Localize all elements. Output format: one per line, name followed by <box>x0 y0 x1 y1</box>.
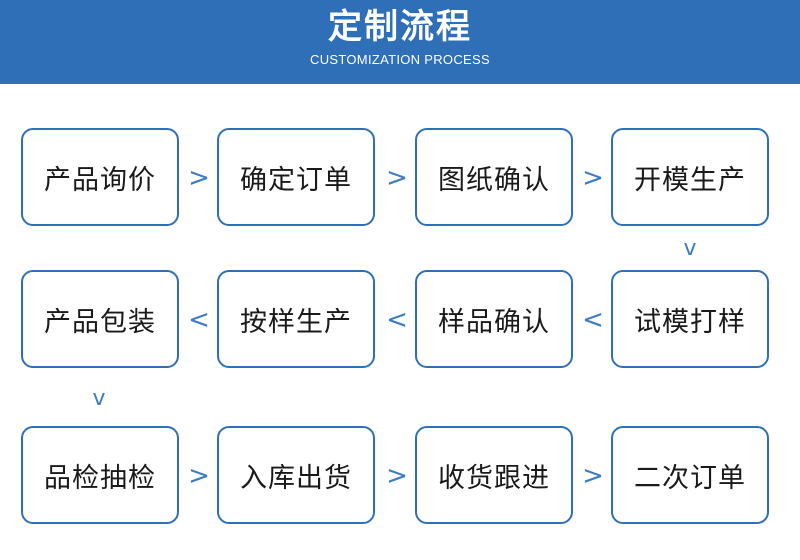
step-confirm-order: 确定订单 <box>217 128 375 226</box>
arrow-left-icon: < <box>386 305 408 335</box>
arrow-down-icon: v <box>92 386 106 411</box>
step-label: 产品询价 <box>44 164 156 196</box>
step-label: 开模生产 <box>634 164 746 196</box>
step-label: 按样生产 <box>240 306 352 338</box>
header-banner: 定制流程 CUSTOMIZATION PROCESS <box>0 0 800 84</box>
step-label: 收货跟进 <box>438 462 550 494</box>
arrow-right-icon: > <box>188 461 210 491</box>
step-drawing-confirm: 图纸确认 <box>415 128 573 226</box>
arrow-left-icon: < <box>188 305 210 335</box>
arrow-right-icon: > <box>386 461 408 491</box>
page-subtitle: CUSTOMIZATION PROCESS <box>310 52 490 67</box>
step-label: 产品包装 <box>44 306 156 338</box>
step-trial-sampling: 试模打样 <box>611 270 769 368</box>
arrow-right-icon: > <box>582 163 604 193</box>
step-repeat-order: 二次订单 <box>611 426 769 524</box>
arrow-right-icon: > <box>188 163 210 193</box>
arrow-right-icon: > <box>582 461 604 491</box>
step-label: 试模打样 <box>634 306 746 338</box>
step-delivery-followup: 收货跟进 <box>415 426 573 524</box>
step-label: 确定订单 <box>240 164 352 196</box>
page-title: 定制流程 <box>328 7 472 47</box>
arrow-down-icon: v <box>683 236 697 261</box>
step-product-packaging: 产品包装 <box>21 270 179 368</box>
step-label: 图纸确认 <box>438 164 550 196</box>
step-warehouse-shipment: 入库出货 <box>217 426 375 524</box>
arrow-right-icon: > <box>386 163 408 193</box>
step-production-by-sample: 按样生产 <box>217 270 375 368</box>
step-product-inquiry: 产品询价 <box>21 128 179 226</box>
step-label: 二次订单 <box>634 462 746 494</box>
arrow-left-icon: < <box>582 305 604 335</box>
step-label: 品检抽检 <box>44 462 156 494</box>
step-quality-inspection: 品检抽检 <box>21 426 179 524</box>
step-label: 入库出货 <box>240 462 352 494</box>
step-sample-confirm: 样品确认 <box>415 270 573 368</box>
step-label: 样品确认 <box>438 306 550 338</box>
step-mold-production: 开模生产 <box>611 128 769 226</box>
